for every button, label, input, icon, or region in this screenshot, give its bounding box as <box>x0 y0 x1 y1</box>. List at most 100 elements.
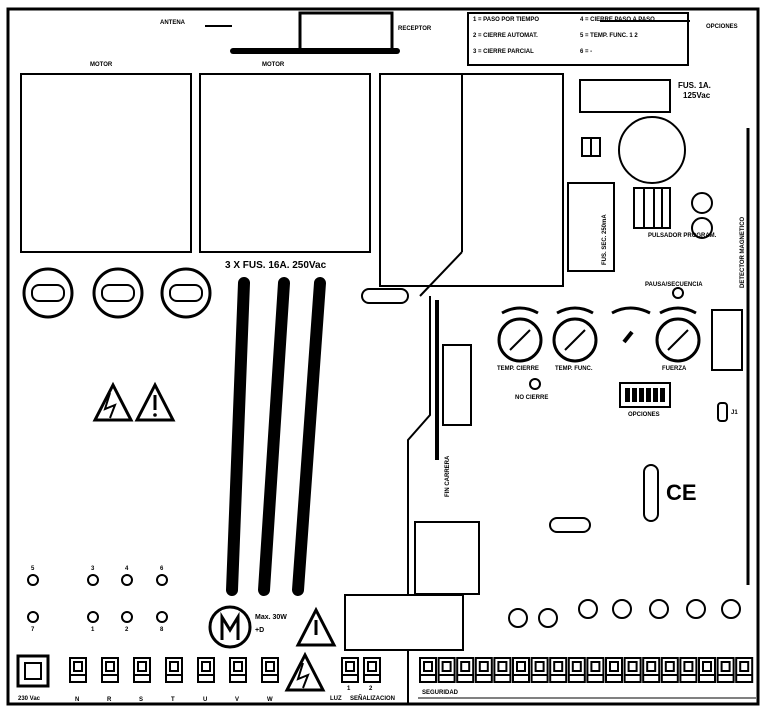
fuse-ctrl-type: 125Vac <box>683 91 711 100</box>
seguridad-label: SEGURIDAD <box>422 690 459 696</box>
terminal-power-4 <box>165 657 183 683</box>
terminal-control-18 <box>735 657 754 683</box>
dip-label: OPCIONES <box>628 412 660 418</box>
terminal-control-11 <box>605 657 623 683</box>
slot-oval-2 <box>549 517 591 533</box>
fin-carrera-label: FIN CARRERA <box>445 455 451 497</box>
terminal-block-light <box>341 657 381 683</box>
motor-m <box>220 611 240 640</box>
terminal-light-label-2: 2 <box>369 686 373 692</box>
fuerza-label: FUERZA <box>662 366 687 372</box>
pin-block <box>633 187 671 229</box>
warning-triangle-2 <box>134 381 176 422</box>
relay-aux-1 <box>414 521 480 595</box>
terminal-control-16 <box>698 657 716 683</box>
terminal-power-label-2: R <box>107 697 112 703</box>
terminal-control-1 <box>419 657 437 683</box>
terminal-power-5 <box>197 657 215 683</box>
fuse-ctrl-holder <box>579 79 671 113</box>
luz-label: LUZ <box>330 696 342 702</box>
track-3 <box>292 277 326 596</box>
fuse-main-2 <box>92 267 144 319</box>
legend-item-4: 4 = CIERRE PASO A PASO <box>580 17 655 23</box>
jumper-j1 <box>717 402 728 422</box>
led-enc-2 <box>691 217 713 239</box>
terminal-control-5 <box>493 657 512 683</box>
terminal-power-2 <box>101 657 119 683</box>
fuse-main-1 <box>22 267 74 319</box>
legend-item-1: 1 = PASO POR TIEMPO <box>473 17 540 23</box>
pot-temp-cierre <box>497 306 543 363</box>
jumper-module <box>442 344 472 426</box>
transformer-split-2 <box>419 251 463 297</box>
led-label-top-3: 4 <box>125 566 129 572</box>
led-label-bottom-4: 8 <box>160 627 164 633</box>
terminal-power-7 <box>261 657 279 683</box>
pausa-label: PAUSA/SECUENCIA <box>645 282 703 288</box>
relay-aux-2 <box>344 594 464 651</box>
legend-item-3: 3 = CIERRE PARCIAL <box>473 49 534 55</box>
terminal-light-2 <box>363 657 381 683</box>
terminal-light-1 <box>341 657 359 683</box>
terminal-control-2 <box>437 657 456 683</box>
antenna-label: ANTENA <box>160 20 185 26</box>
terminal-power-6 <box>229 657 247 683</box>
terminal-control-10 <box>586 657 605 683</box>
ce-mark: CE <box>666 480 697 505</box>
terminal-block-control <box>419 657 754 683</box>
relay-motor-2 <box>199 73 371 253</box>
relay-motor-1 <box>20 73 192 253</box>
receptor-label: RECEPTOR <box>398 26 432 32</box>
led-label-top-4: 6 <box>160 566 164 572</box>
divider-line <box>407 296 431 704</box>
terminal-control-4 <box>474 657 493 683</box>
motor-spec-1: Max. 30W <box>255 614 287 621</box>
led-label-bottom-2: 1 <box>91 627 95 633</box>
receptor-bar <box>230 48 400 54</box>
led-label-top-2: 3 <box>91 566 95 572</box>
warning-triangle-3 <box>295 606 337 647</box>
fuse-sec-label: FUS. SEC. 250mA <box>602 214 608 265</box>
led-enc-1 <box>691 192 713 214</box>
led-label-bottom-3: 2 <box>125 627 129 633</box>
terminal-control-7 <box>530 657 549 683</box>
senalizacion-label: SEÑALIZACION <box>350 696 395 702</box>
track-2 <box>258 277 290 596</box>
legend-item-6: 6 = - <box>580 49 593 55</box>
buzzer <box>618 116 686 184</box>
fuse-main-label: 3 X FUS. 16A. 250Vac <box>225 260 327 271</box>
terminal-power-label-5: U <box>203 697 208 703</box>
terminal-power-label-4: T <box>171 697 175 703</box>
terminal-control-13 <box>642 657 661 683</box>
led-grid <box>27 574 168 623</box>
j1-label: J1 <box>731 410 738 416</box>
slash-mark <box>622 330 634 344</box>
detector-label: DETECTOR MAGNETICO <box>740 216 746 288</box>
terminal-power-label-3: S <box>139 697 144 703</box>
power-connector-inner <box>24 662 42 680</box>
status-leds <box>508 599 741 628</box>
power-label: 230 Vac <box>18 696 41 702</box>
terminal-power-1 <box>69 657 87 683</box>
terminal-control-12 <box>623 657 642 683</box>
terminal-power-label-1: N <box>75 697 80 703</box>
terminal-control-8 <box>549 657 568 683</box>
terminal-light-label-1: 1 <box>347 686 351 692</box>
opciones-label: OPCIONES <box>706 24 738 30</box>
no-cierre-label: NO CIERRE <box>515 395 549 401</box>
temp-cierre-label: TEMP. CIERRE <box>497 366 539 372</box>
led-pausa <box>672 287 684 299</box>
warning-triangle-4 <box>284 651 326 692</box>
led-label-bottom-1: 7 <box>31 627 35 633</box>
motor-1-label: MOTOR <box>90 62 113 68</box>
terminal-power-label-6: V <box>235 697 240 703</box>
terminal-control-17 <box>716 657 735 683</box>
pot-fuerza <box>655 306 701 363</box>
options-legend: 1 = PASO POR TIEMPO 2 = CIERRE AUTOMAT. … <box>473 16 687 62</box>
dip-levers <box>625 388 665 402</box>
terminal-control-14 <box>660 657 679 683</box>
terminal-power-3 <box>133 657 151 683</box>
pot-temp-func <box>552 306 598 363</box>
motor-2-label: MOTOR <box>262 62 285 68</box>
